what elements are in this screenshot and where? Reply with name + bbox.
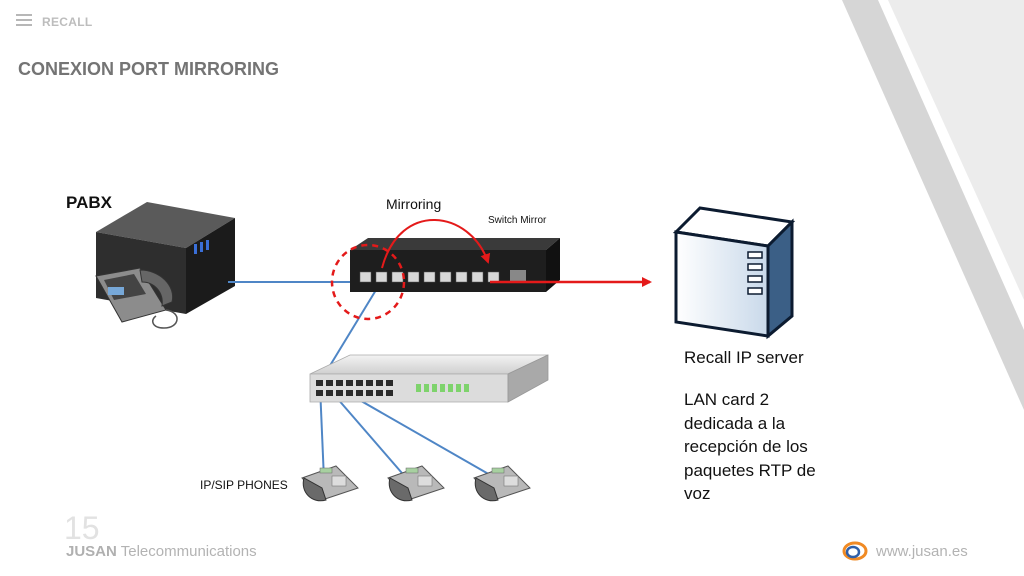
footer-brand: JUSAN Telecommunications <box>66 543 257 560</box>
ip-phone-icon-2 <box>387 465 445 502</box>
server-label: Recall IP server <box>684 348 804 367</box>
jusan-logo-icon <box>842 541 868 561</box>
switch-mirror-label: Switch Mirror <box>488 215 547 226</box>
phones-label: IP/SIP PHONES <box>200 478 288 492</box>
page-title: CONEXION PORT MIRRORING <box>18 59 280 79</box>
mirroring-arrow <box>381 219 491 269</box>
lan-switch-icon <box>309 354 549 403</box>
menu-icon[interactable] <box>16 14 32 28</box>
ip-phone-icon-1 <box>301 465 359 502</box>
server-icon <box>672 206 796 340</box>
mirror-port-highlight <box>330 243 406 321</box>
pabx-label: PABX <box>66 193 113 212</box>
phone-link-2 <box>329 389 409 481</box>
ip-phone-icon-3 <box>473 465 531 502</box>
footer-brand-bold: JUSAN <box>66 543 117 560</box>
section-label: RECALL <box>42 15 93 29</box>
footer-url[interactable]: www.jusan.es <box>876 543 968 560</box>
mirror-switch-icon <box>350 238 560 292</box>
footer-brand-rest: Telecommunications <box>116 543 257 560</box>
mirroring-label: Mirroring <box>386 196 442 212</box>
server-description: LAN card 2 dedicada a la recepción de lo… <box>684 390 816 503</box>
phone-link-3 <box>341 389 493 477</box>
desk-phone-icon <box>95 267 178 329</box>
page-number: 15 <box>64 510 100 546</box>
